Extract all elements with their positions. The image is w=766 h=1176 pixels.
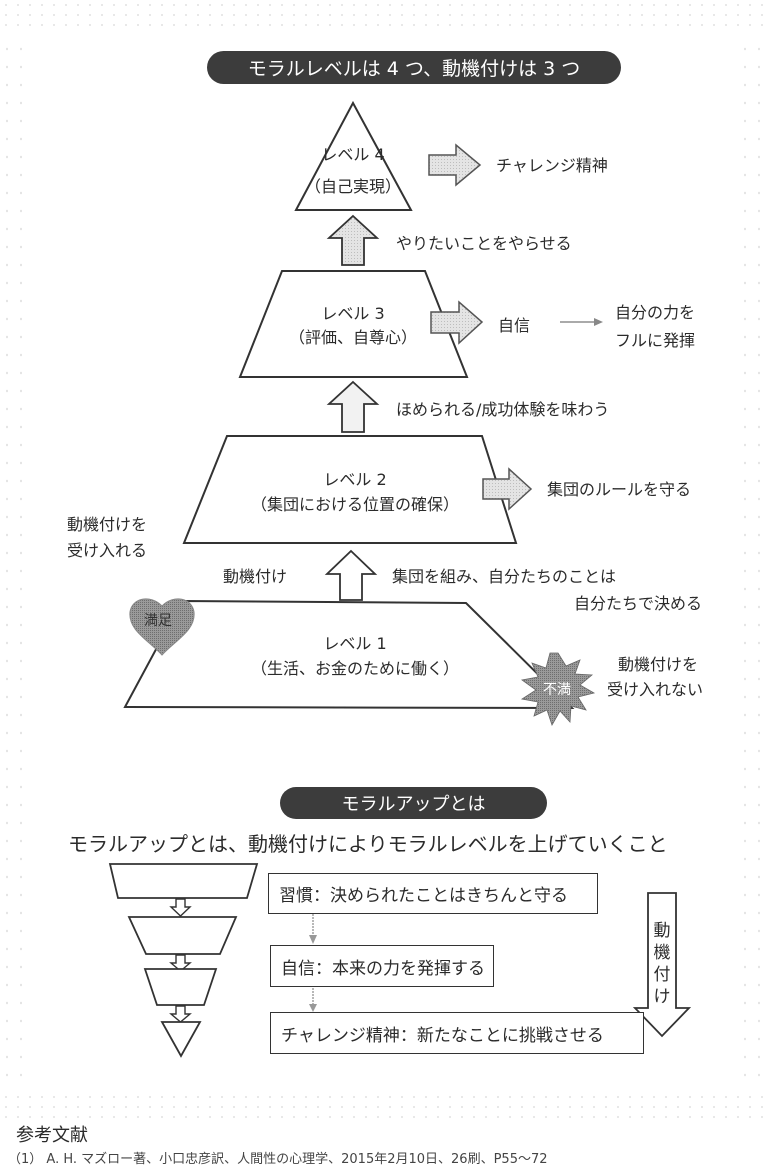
step-connector-2-head xyxy=(309,1004,317,1012)
arrow-char: 機 xyxy=(653,943,671,963)
transition-2-3: ほめられる/成功体験を味わう xyxy=(396,400,610,419)
reject-line1: 動機付けを xyxy=(618,655,699,674)
step-text-confidence: 自信：本来の力を発揮する xyxy=(281,958,485,979)
step-connector-1-head xyxy=(309,935,317,944)
step-box-confidence: 自信：本来の力を発揮する xyxy=(270,945,494,987)
level2-trapezoid xyxy=(182,435,518,544)
level3-desc: （評価、自尊心） xyxy=(288,328,417,347)
left-texture xyxy=(0,40,28,1090)
right-texture xyxy=(738,40,766,1090)
step-text-challenge: チャレンジ精神：新たなことに挑戦させる xyxy=(281,1025,604,1046)
arrow-char: 動 xyxy=(653,921,671,941)
inv-arrow-1 xyxy=(169,898,192,917)
level2-desc: （集団における位置の確保） xyxy=(250,495,459,514)
top-texture xyxy=(0,0,766,28)
step-text-habit: 習慣：決められたことはきちんと守る xyxy=(279,886,568,906)
accept-line2: 受け入れる xyxy=(67,541,148,560)
level1-name: レベル 1 xyxy=(323,634,387,653)
transition-1-2-line2: 自分たちで決める xyxy=(574,594,703,613)
reject-line2: 受け入れない xyxy=(607,680,704,699)
up-arrow-1-2 xyxy=(324,549,378,601)
level3-outcome: 自信 xyxy=(498,316,531,335)
level1-desc: （生活、お金のために働く） xyxy=(250,659,459,678)
level2-name: レベル 2 xyxy=(323,470,387,489)
accept-line1: 動機付けを xyxy=(67,515,148,534)
inv-level4 xyxy=(160,1021,202,1058)
up-arrow-3-4 xyxy=(326,214,380,266)
level3-outcome-arrow xyxy=(430,300,484,345)
heart-icon xyxy=(129,598,195,656)
step-box-challenge: チャレンジ精神：新たなことに挑戦させる xyxy=(270,1012,644,1054)
level1-trapezoid xyxy=(123,599,575,710)
motivation-down-arrow xyxy=(632,892,692,1038)
arrow-char: 付 xyxy=(653,965,671,985)
level4-desc: （自己実現） xyxy=(304,177,401,196)
transition-3-4: やりたいことをやらせる xyxy=(396,234,572,253)
level2-outcome-arrow xyxy=(482,467,533,511)
arrow-char: け xyxy=(653,987,671,1007)
references-heading: 参考文献 xyxy=(16,1125,88,1146)
level3-trapezoid xyxy=(238,270,469,378)
inv-arrow-3 xyxy=(169,1005,192,1023)
section-title: モラルレベルは 4 つ、動機付けは 3 つ xyxy=(247,58,581,80)
inv-level3 xyxy=(143,968,218,1006)
step-box-habit: 習慣：決められたことはきちんと守る xyxy=(268,873,598,914)
satisfied-badge: 満足 xyxy=(144,613,172,629)
section-title-pill: モラルレベルは 4 つ、動機付けは 3 つ xyxy=(207,51,621,84)
level2-outcome: 集団のルールを守る xyxy=(547,480,692,499)
level4-outcome: チャレンジ精神 xyxy=(496,156,608,175)
result-arrow-head xyxy=(594,318,603,326)
transition-1-2-line1: 集団を組み、自分たちのことは xyxy=(392,567,617,586)
motivation-label: 動機付け xyxy=(223,567,288,586)
level3-name: レベル 3 xyxy=(321,304,385,323)
level4-name: レベル 4 xyxy=(321,145,385,164)
inv-level1 xyxy=(108,863,259,899)
reference-item: （1） A. H. マズロー著、小口忠彦訳、人間性の心理学、2015年2月10日… xyxy=(8,1152,548,1167)
level3-result-line2: フルに発揮 xyxy=(615,331,696,350)
level3-result-line1: 自分の力を xyxy=(615,303,696,322)
burst-icon xyxy=(520,652,596,726)
motivation-arrow-label: 動 機 付 け xyxy=(650,920,674,1008)
moral-up-pill: モラルアップとは xyxy=(280,787,547,819)
bottom-texture xyxy=(0,1092,766,1120)
level4-outcome-arrow xyxy=(428,143,482,187)
moral-up-title: モラルアップとは xyxy=(341,794,486,815)
dissatisfied-badge: 不満 xyxy=(543,682,571,698)
moral-up-subtitle: モラルアップとは、動機付けによりモラルレベルを上げていくこと xyxy=(68,832,668,856)
inv-level2 xyxy=(127,916,238,955)
inv-arrow-2 xyxy=(169,954,192,972)
up-arrow-2-3 xyxy=(326,380,380,433)
level4-triangle xyxy=(294,100,413,211)
